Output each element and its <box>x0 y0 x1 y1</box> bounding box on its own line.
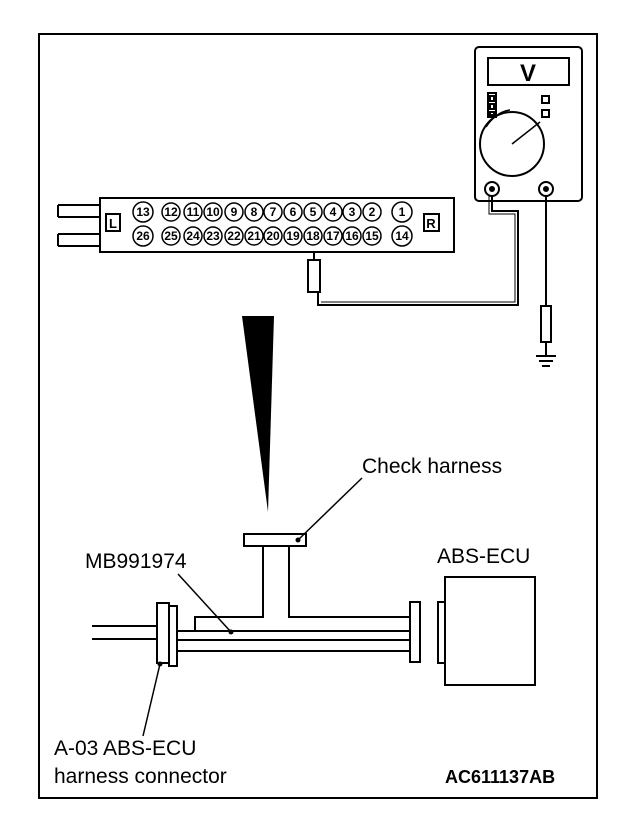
connector-right-marker: R <box>426 216 436 231</box>
pin-label-20: 20 <box>266 229 280 243</box>
pin-7 <box>263 202 283 222</box>
pin-label-9: 9 <box>231 205 238 219</box>
figure-frame <box>38 33 598 799</box>
pin-3 <box>342 202 362 222</box>
pin-label-23: 23 <box>206 229 220 243</box>
pin-6 <box>283 202 303 222</box>
pin-4 <box>323 202 343 222</box>
pin-label-21: 21 <box>247 229 261 243</box>
pin-label-26: 26 <box>136 229 150 243</box>
pin-9 <box>224 202 244 222</box>
pin-label-16: 16 <box>345 229 359 243</box>
pin-label-10: 10 <box>206 205 220 219</box>
pin-label-19: 19 <box>286 229 300 243</box>
pin-label-3: 3 <box>349 205 356 219</box>
pin-label-14: 14 <box>395 229 409 243</box>
abs-ecu-unit <box>437 576 536 686</box>
pin-10 <box>203 202 223 222</box>
pin-23 <box>203 226 223 246</box>
check-harness <box>175 533 411 652</box>
pin-label-1: 1 <box>399 205 406 219</box>
pin-label-17: 17 <box>326 229 340 243</box>
pin-20 <box>263 226 283 246</box>
pin-label-13: 13 <box>136 205 150 219</box>
ground-lead <box>540 196 552 356</box>
pin-label-25: 25 <box>164 229 178 243</box>
pin-15 <box>362 226 382 246</box>
pin-5 <box>303 202 323 222</box>
meter-unit-label: V <box>520 60 536 87</box>
pin-label-7: 7 <box>270 205 277 219</box>
pin-label-24: 24 <box>186 229 200 243</box>
pin-19 <box>283 226 303 246</box>
pin-21 <box>244 226 264 246</box>
check-harness-label: Check harness <box>362 455 503 478</box>
pin-1 <box>391 201 413 223</box>
pin-label-6: 6 <box>290 205 297 219</box>
harness-connector <box>92 602 178 667</box>
pin-2 <box>362 202 382 222</box>
pin-18 <box>303 226 323 246</box>
ecu-side-connector <box>409 601 421 663</box>
pin-label-12: 12 <box>164 205 178 219</box>
adapter-label: MB991974 <box>85 550 187 573</box>
positive-lead <box>317 196 519 306</box>
pin-13 <box>132 201 154 223</box>
enlargement-pointer <box>242 316 274 512</box>
voltmeter: V <box>474 46 583 202</box>
abs-ecu-label: ABS-ECU <box>437 545 531 568</box>
pin-label-18: 18 <box>306 229 320 243</box>
pin-14 <box>391 225 413 247</box>
meter-dial <box>479 111 545 177</box>
ground-icon <box>536 355 556 367</box>
pin-label-15: 15 <box>365 229 379 243</box>
pin-label-8: 8 <box>251 205 258 219</box>
pin-label-22: 22 <box>227 229 241 243</box>
pin-label-2: 2 <box>369 205 376 219</box>
connector-left-marker: L <box>109 216 117 231</box>
leader-lines <box>142 477 363 737</box>
pin-17 <box>323 226 343 246</box>
pin-12 <box>161 202 181 222</box>
pin-11 <box>183 202 203 222</box>
pin-16 <box>342 226 362 246</box>
pin-26 <box>132 225 154 247</box>
pin-25 <box>161 226 181 246</box>
pin-24 <box>183 226 203 246</box>
figure-code: AC611137AB <box>445 767 556 787</box>
pin-label-11: 11 <box>187 205 200 219</box>
harness-connector-label-line2: harness connector <box>54 765 227 788</box>
pin-8 <box>244 202 264 222</box>
pin-label-4: 4 <box>330 205 337 219</box>
pin-22 <box>224 226 244 246</box>
harness-connector-label-line1: A-03 ABS-ECU <box>54 737 197 760</box>
pin-label-5: 5 <box>310 205 317 219</box>
